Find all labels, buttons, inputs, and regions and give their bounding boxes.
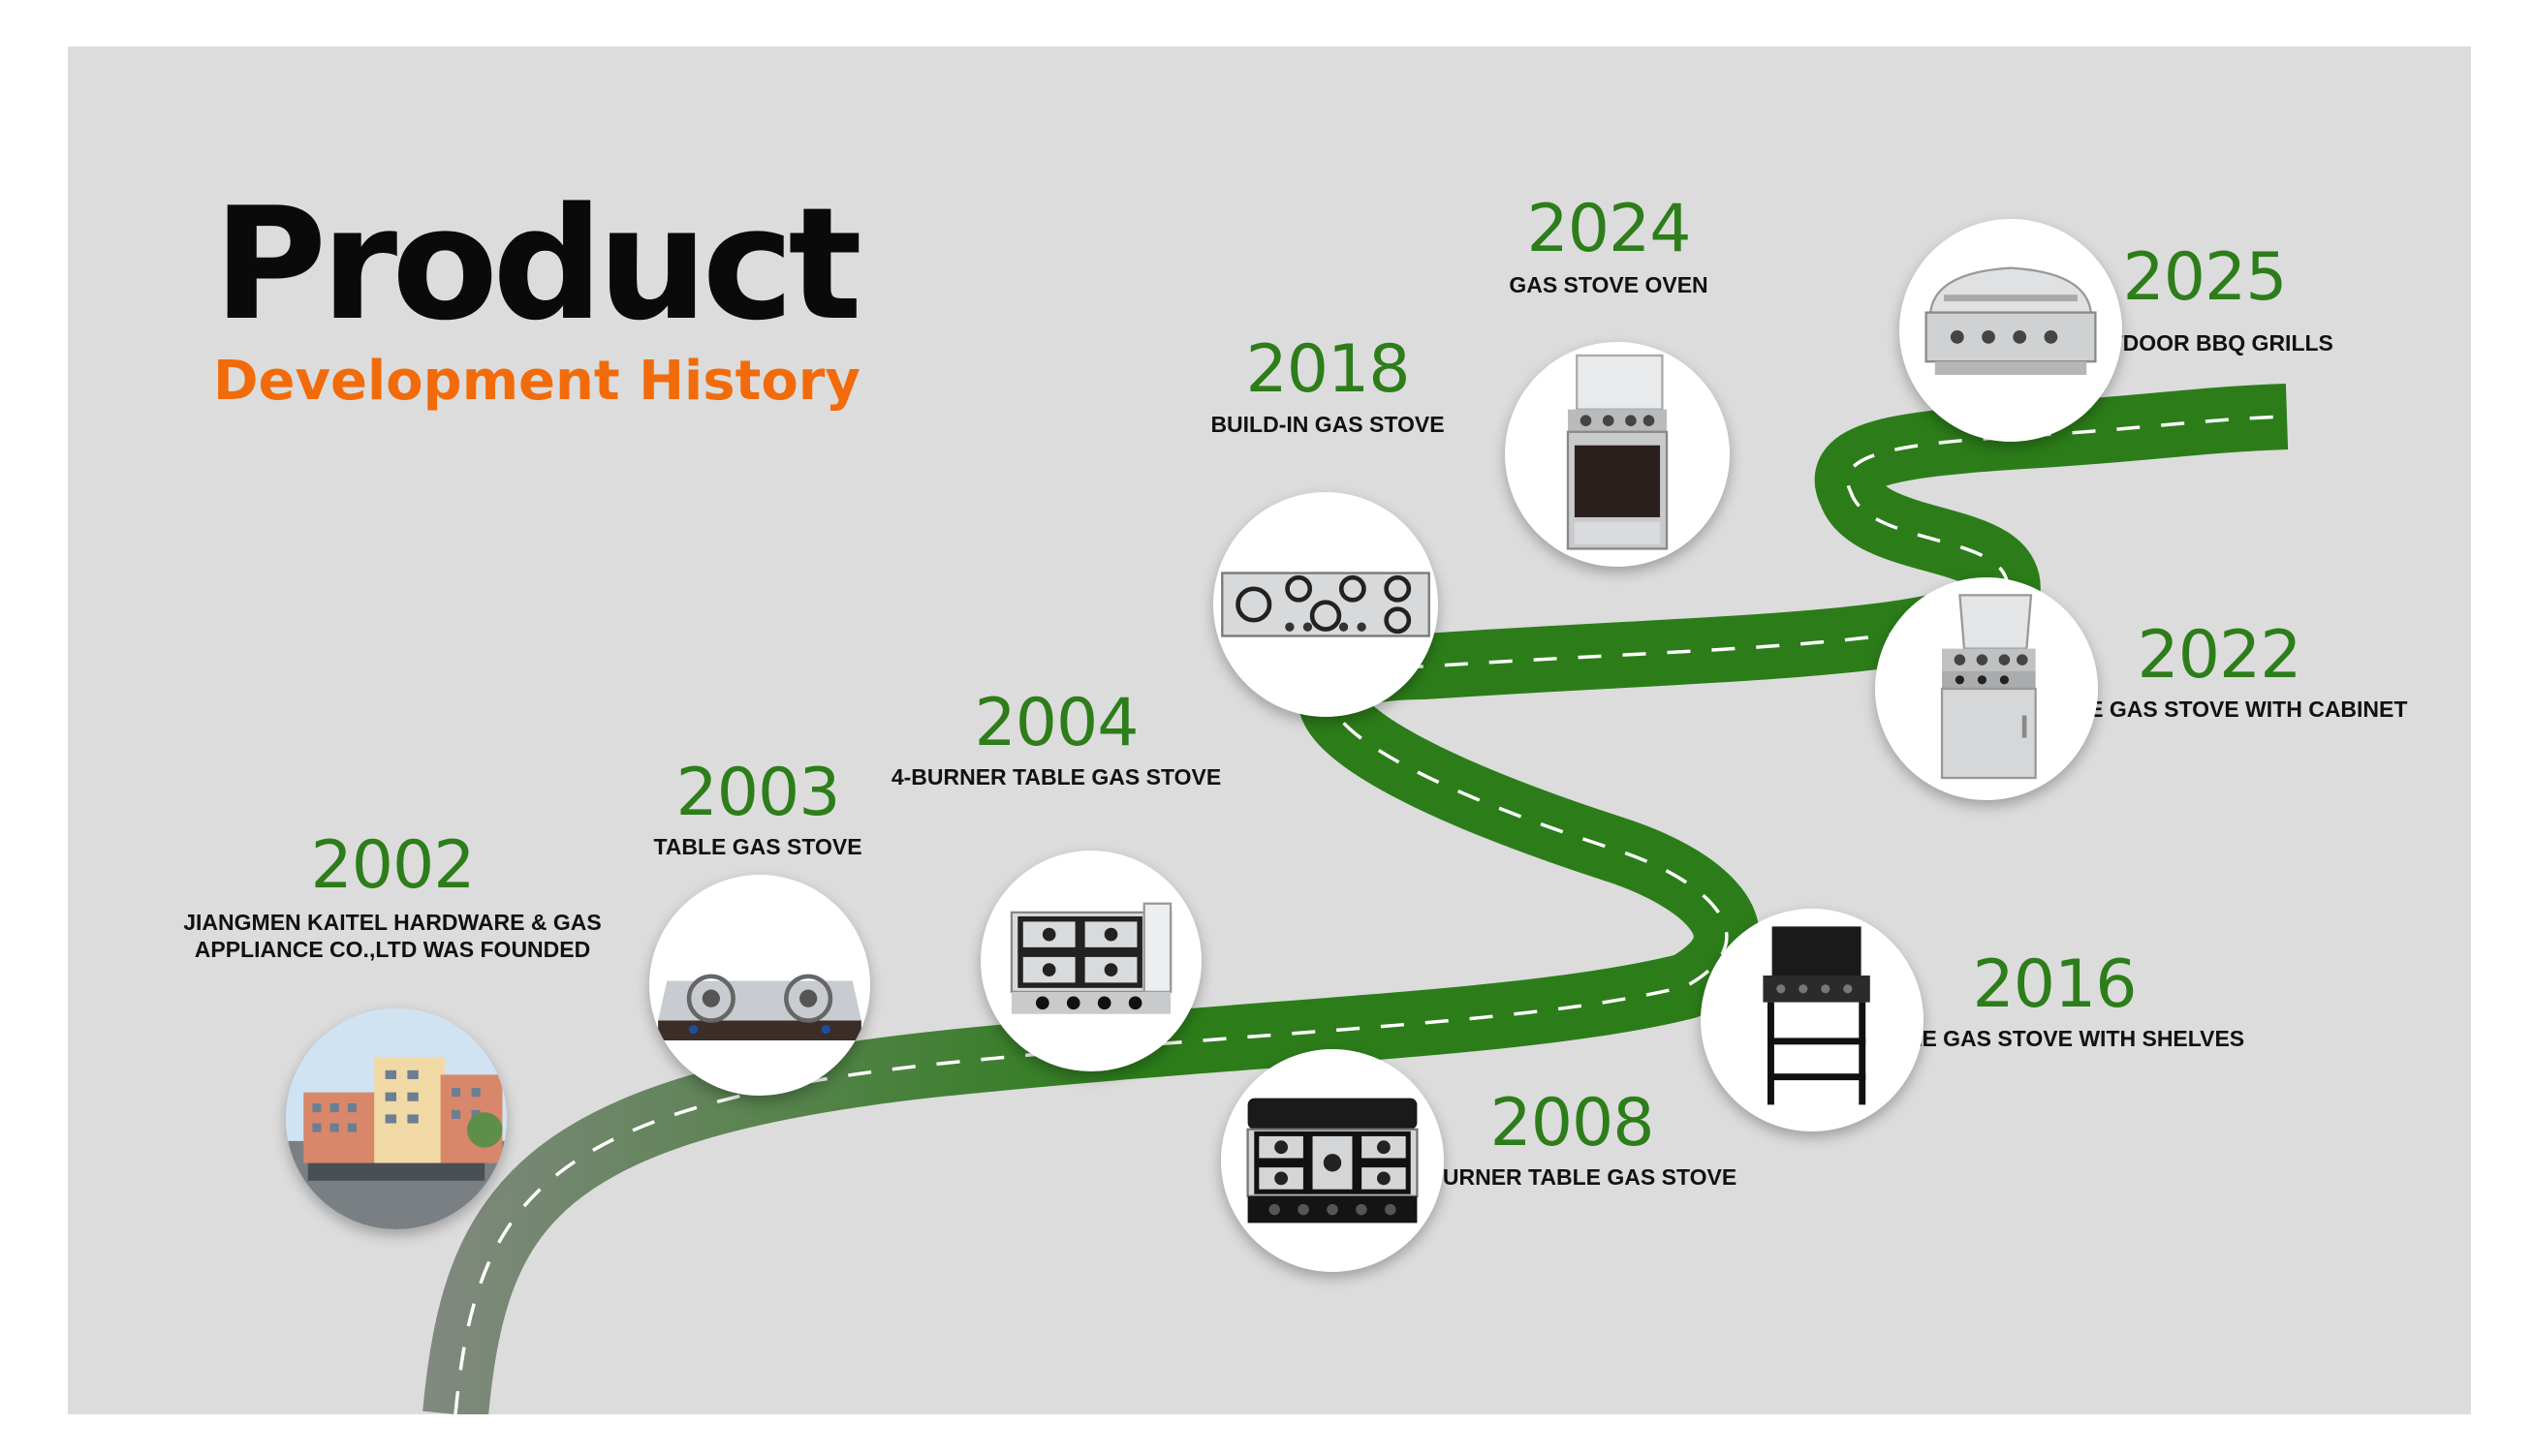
stove-with-shelves-icon <box>1701 909 1924 1131</box>
factory-building-icon <box>286 1008 507 1229</box>
milestone-year: 2018 <box>1245 337 1409 403</box>
stove-with-cabinet-icon <box>1875 577 2098 800</box>
bbq-grill-icon <box>1899 219 2122 442</box>
page-title: Product <box>213 187 857 342</box>
milestone-description: JIANGMEN KAITEL HARDWARE & GAS APPLIANCE… <box>170 909 615 963</box>
two-burner-stove-icon <box>649 875 870 1096</box>
gas-stove-oven-icon <box>1505 342 1730 567</box>
milestone-description: BUILD-IN GAS STOVE <box>1105 411 1550 438</box>
timeline-panel: Product Development History 2002 JIANGME… <box>68 46 2471 1414</box>
built-in-hob-icon <box>1213 492 1438 717</box>
milestone-year: 2016 <box>1972 952 2136 1018</box>
milestone-year: 2008 <box>1489 1091 1653 1157</box>
milestone-year: 2002 <box>310 833 474 899</box>
four-burner-stove-icon <box>981 851 1202 1071</box>
page-subtitle: Development History <box>213 355 860 409</box>
milestone-description: GAS STOVE OVEN <box>1386 271 1831 298</box>
milestone-year: 2003 <box>675 760 839 826</box>
five-burner-stove-icon <box>1221 1049 1444 1272</box>
milestone-year: 2022 <box>2137 623 2300 689</box>
milestone-description: TABLE GAS STOVE <box>535 833 981 860</box>
milestone-year: 2025 <box>2122 245 2286 311</box>
milestone-year: 2004 <box>974 691 1138 757</box>
milestone-description: 4-BURNER TABLE GAS STOVE <box>833 763 1279 790</box>
milestone-year: 2024 <box>1526 197 1690 263</box>
